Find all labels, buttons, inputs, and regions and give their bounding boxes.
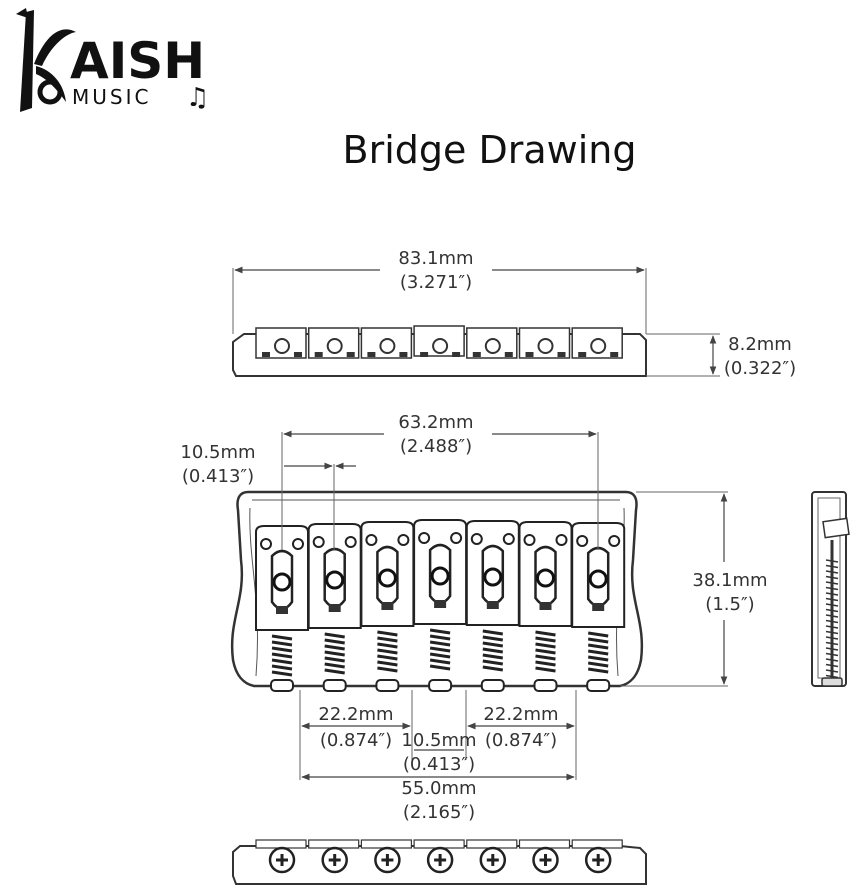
screw-icon — [571, 839, 623, 874]
saddle-spring — [324, 632, 345, 675]
kaish-music-logo: AISH MUSIC ♫ — [16, 8, 209, 113]
height-inch: (0.322″) — [724, 358, 796, 379]
right-group-inch: (0.874″) — [485, 730, 557, 751]
side-saddle — [255, 327, 307, 359]
saddle — [413, 519, 468, 692]
left-group-mm: 22.2mm — [318, 704, 393, 725]
side-saddle — [360, 327, 413, 359]
side-saddle — [307, 327, 360, 359]
bridge-bottom-view — [232, 839, 647, 885]
outer-spacing-mm: 63.2mm — [398, 412, 473, 433]
side-saddle — [571, 327, 623, 359]
intonation-screw-head — [428, 679, 453, 692]
saddle — [518, 521, 573, 692]
intonation-screw-head — [270, 679, 294, 692]
side-saddle — [413, 325, 465, 357]
saddle-spring — [271, 634, 293, 677]
saddle-spring — [587, 631, 609, 674]
screw-icon — [360, 839, 412, 874]
intonation-screw-head — [375, 679, 400, 692]
saddle-spring — [535, 630, 556, 673]
logo-brand-text: AISH — [70, 32, 205, 90]
screw-icon — [255, 839, 307, 874]
mount-spacing-mm: 55.0mm — [401, 778, 476, 799]
string-spacing-inch: (0.413″) — [182, 466, 254, 487]
depth-inch: (1.5″) — [705, 594, 754, 615]
bridge-front-view — [230, 490, 644, 692]
intonation-screw-head — [322, 679, 347, 692]
intonation-screw-head — [586, 679, 611, 692]
depth-mm: 38.1mm — [692, 570, 767, 591]
string-spacing-mm: 10.5mm — [180, 442, 255, 463]
saddle — [465, 520, 520, 692]
overall-length-mm: 83.1mm — [398, 248, 473, 269]
saddle — [255, 525, 309, 692]
right-group-mm: 22.2mm — [483, 704, 558, 725]
center-gap-mm: 10.5mm — [401, 730, 476, 751]
overall-length-inch: (3.271″) — [400, 272, 472, 293]
screw-icon — [466, 839, 518, 874]
page-title: Bridge Drawing — [342, 128, 637, 172]
screw-icon — [413, 839, 465, 874]
side-saddle — [518, 327, 571, 359]
saddle — [307, 523, 362, 692]
saddle-spring — [377, 630, 398, 673]
side-saddle — [466, 327, 518, 359]
saddle-spring — [482, 629, 504, 672]
saddle — [360, 521, 415, 692]
center-gap-inch: (0.413″) — [403, 754, 475, 775]
bridge-side-view — [232, 325, 647, 377]
outer-spacing-inch: (2.488″) — [400, 436, 472, 457]
bridge-end-view — [811, 491, 850, 687]
saddle-spring — [429, 628, 451, 671]
height-mm: 8.2mm — [728, 334, 792, 355]
logo-sub-text: MUSIC — [72, 85, 151, 109]
dimension-annotations: 83.1mm (3.271″) 8.2mm (0.322″) 63.2mm (2… — [180, 248, 796, 823]
mount-spacing-inch: (2.165″) — [403, 802, 475, 823]
screw-icon — [518, 839, 571, 874]
music-note-icon: ♫ — [186, 83, 209, 113]
screw-icon — [308, 839, 360, 874]
left-group-inch: (0.874″) — [320, 730, 392, 751]
intonation-screw-head — [480, 679, 505, 692]
intonation-screw-head — [533, 679, 558, 692]
logo-k-guitar-mark — [20, 10, 34, 112]
saddle — [571, 522, 626, 692]
